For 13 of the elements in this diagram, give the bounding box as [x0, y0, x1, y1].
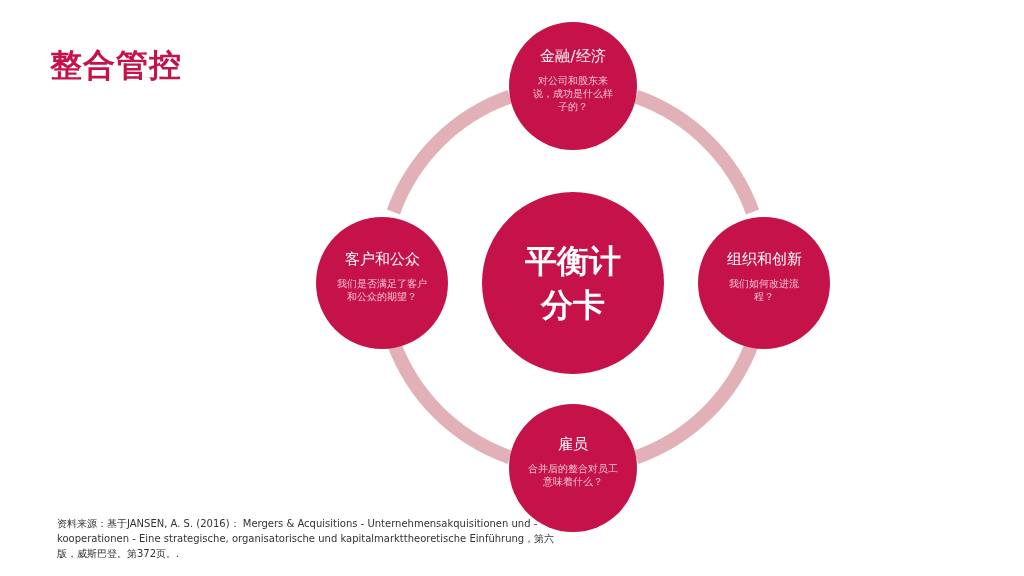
circle-description: 我们是否满足了客户和公众的期望？ — [336, 277, 428, 303]
ring-segment — [633, 90, 759, 215]
circle-description: 对公司和股东来说，成功是什么样子的？ — [532, 73, 614, 113]
circle-heading: 组织和创新 — [726, 249, 802, 269]
source-caption: 资料来源：基于JANSEN, A. S. (2016)： Mergers & Acquisitions - Unternehmensakquisitionen und -kooperationen - Eine strategische, organisatorische und kapitalmarkttheoretische Einführung，第六版，威斯巴登。第372页。. — [57, 517, 556, 561]
ring-segment — [387, 90, 513, 215]
circle-heading: 雇员 — [558, 434, 588, 454]
circle-heading: 客户和公众 — [344, 249, 420, 269]
center-title: 平衡计分卡 — [524, 241, 622, 326]
circle-description: 我们如何改进流程？ — [728, 277, 800, 303]
circle-heading: 金融/经济 — [540, 45, 606, 66]
page-title: 整合管控 — [50, 45, 182, 86]
circle-description: 合并后的整合对员工意味着什么？ — [528, 462, 618, 488]
